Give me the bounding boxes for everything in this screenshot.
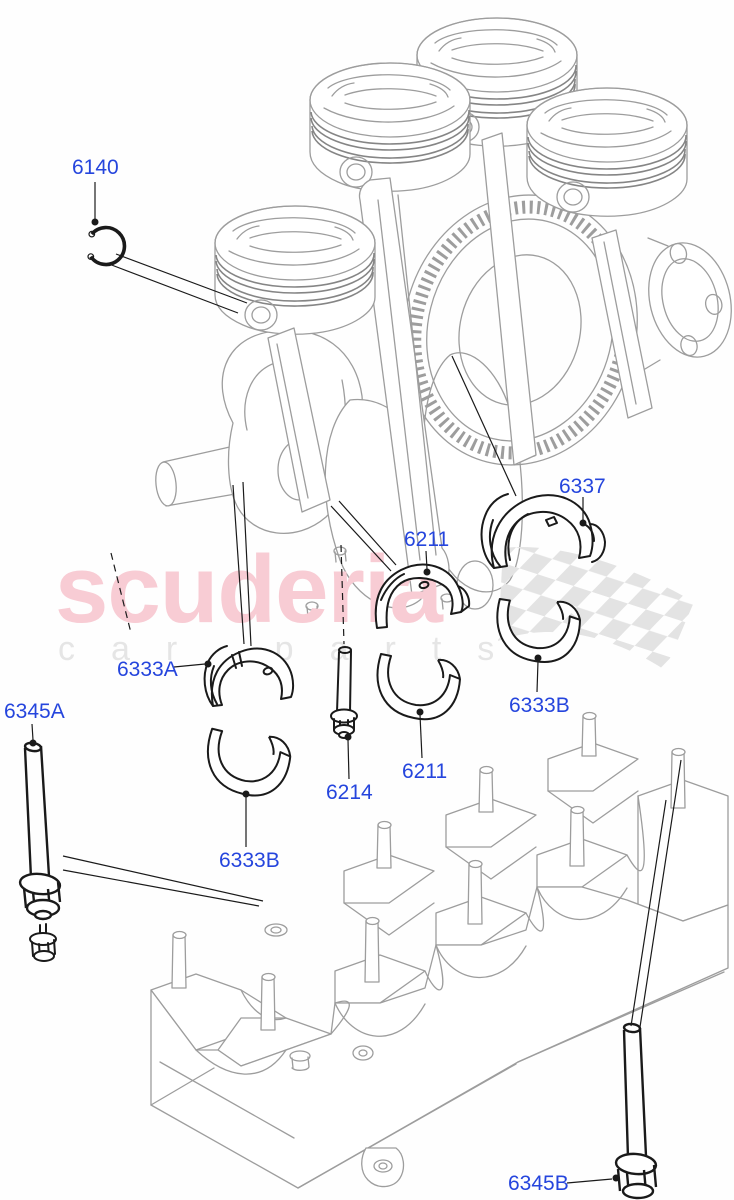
ladder-studs [171,711,686,1031]
piston-2 [309,62,471,192]
watermark: scuderia car parts [55,536,694,670]
part-label-6333B: 6333B [509,694,570,717]
leader-lines [29,182,682,1184]
part-label-6345B: 6345B [508,1172,569,1195]
part-label-6345A: 6345A [4,700,65,723]
watermark-checkered-flag [498,547,694,670]
ladder-bolt [289,1050,311,1071]
part-label-6211: 6211 [404,528,450,551]
piston-4 [526,87,688,217]
rear-flange [648,242,732,358]
part-label-6333B-2: 6333B [219,849,280,872]
part-label-6214: 6214 [326,781,373,804]
piston-1 [214,205,376,335]
bolt-6345B [614,1022,658,1200]
bearing-6337-thrust [480,493,606,569]
pistons-and-rods [214,17,688,618]
bearing-6333B-left [205,727,293,798]
part-label-6140: 6140 [72,156,119,179]
bearing-6211-upper [374,563,471,629]
part-label-6333A: 6333A [117,658,178,681]
snap-ring-6140 [87,225,127,267]
bolt-6214 [330,646,358,739]
bearing-ladder [150,711,729,1189]
bolt-6345A [18,741,62,921]
part-label-6337: 6337 [559,475,606,498]
part-label-6211-2: 6211 [402,760,448,783]
bolt-short [29,923,57,962]
